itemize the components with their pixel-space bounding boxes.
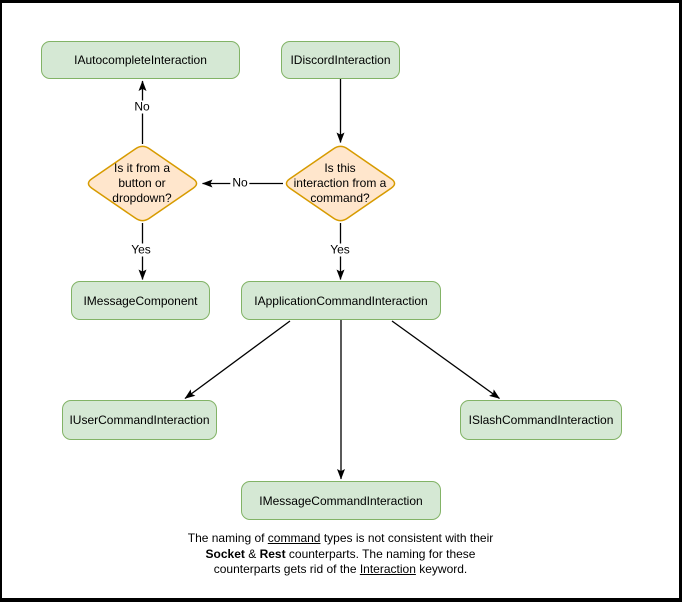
note-segment: Interaction <box>359 562 416 576</box>
node-autocomplete-interaction: IAutocompleteInteraction <box>41 41 240 79</box>
note-segment: types is not consistent with their <box>320 531 494 545</box>
node-message-component: IMessageComponent <box>71 281 210 320</box>
note-segment: counterparts. The naming for these <box>285 546 476 561</box>
edge-label-yes-right: Yes <box>328 242 352 257</box>
note-segment: counterparts gets rid of the <box>213 562 360 576</box>
decision-text-button-dropdown: Is it from a button or dropdown? <box>112 161 172 205</box>
note-text: The naming of command types is not consi… <box>2 531 679 578</box>
diagram-canvas: IAutocompleteInteraction IDiscordInterac… <box>2 3 679 598</box>
note-segment: & <box>244 546 260 561</box>
note-segment: command <box>267 531 321 545</box>
node-user-command-interaction: IUserCommandInteraction <box>62 400 217 440</box>
note-segment: Socket <box>205 546 245 561</box>
node-message-command-interaction: IMessageCommandInteraction <box>241 481 441 520</box>
node-discord-interaction: IDiscordInteraction <box>281 41 400 79</box>
node-slash-command-interaction: ISlashCommandInteraction <box>460 400 622 440</box>
edge-to-slash-command <box>391 320 500 400</box>
node-application-command-interaction: IApplicationCommandInteraction <box>241 281 441 320</box>
edge-label-no-left: No <box>230 175 250 190</box>
note-segment: Rest <box>259 546 286 561</box>
note-segment: The naming of <box>187 531 268 545</box>
edge-label-no-up: No <box>132 99 152 114</box>
decision-text-from-command: Is this interaction from a command? <box>293 161 387 205</box>
note-segment: keyword. <box>415 562 468 576</box>
edge-to-user-command <box>184 320 291 400</box>
edge-label-yes-left: Yes <box>129 242 153 257</box>
